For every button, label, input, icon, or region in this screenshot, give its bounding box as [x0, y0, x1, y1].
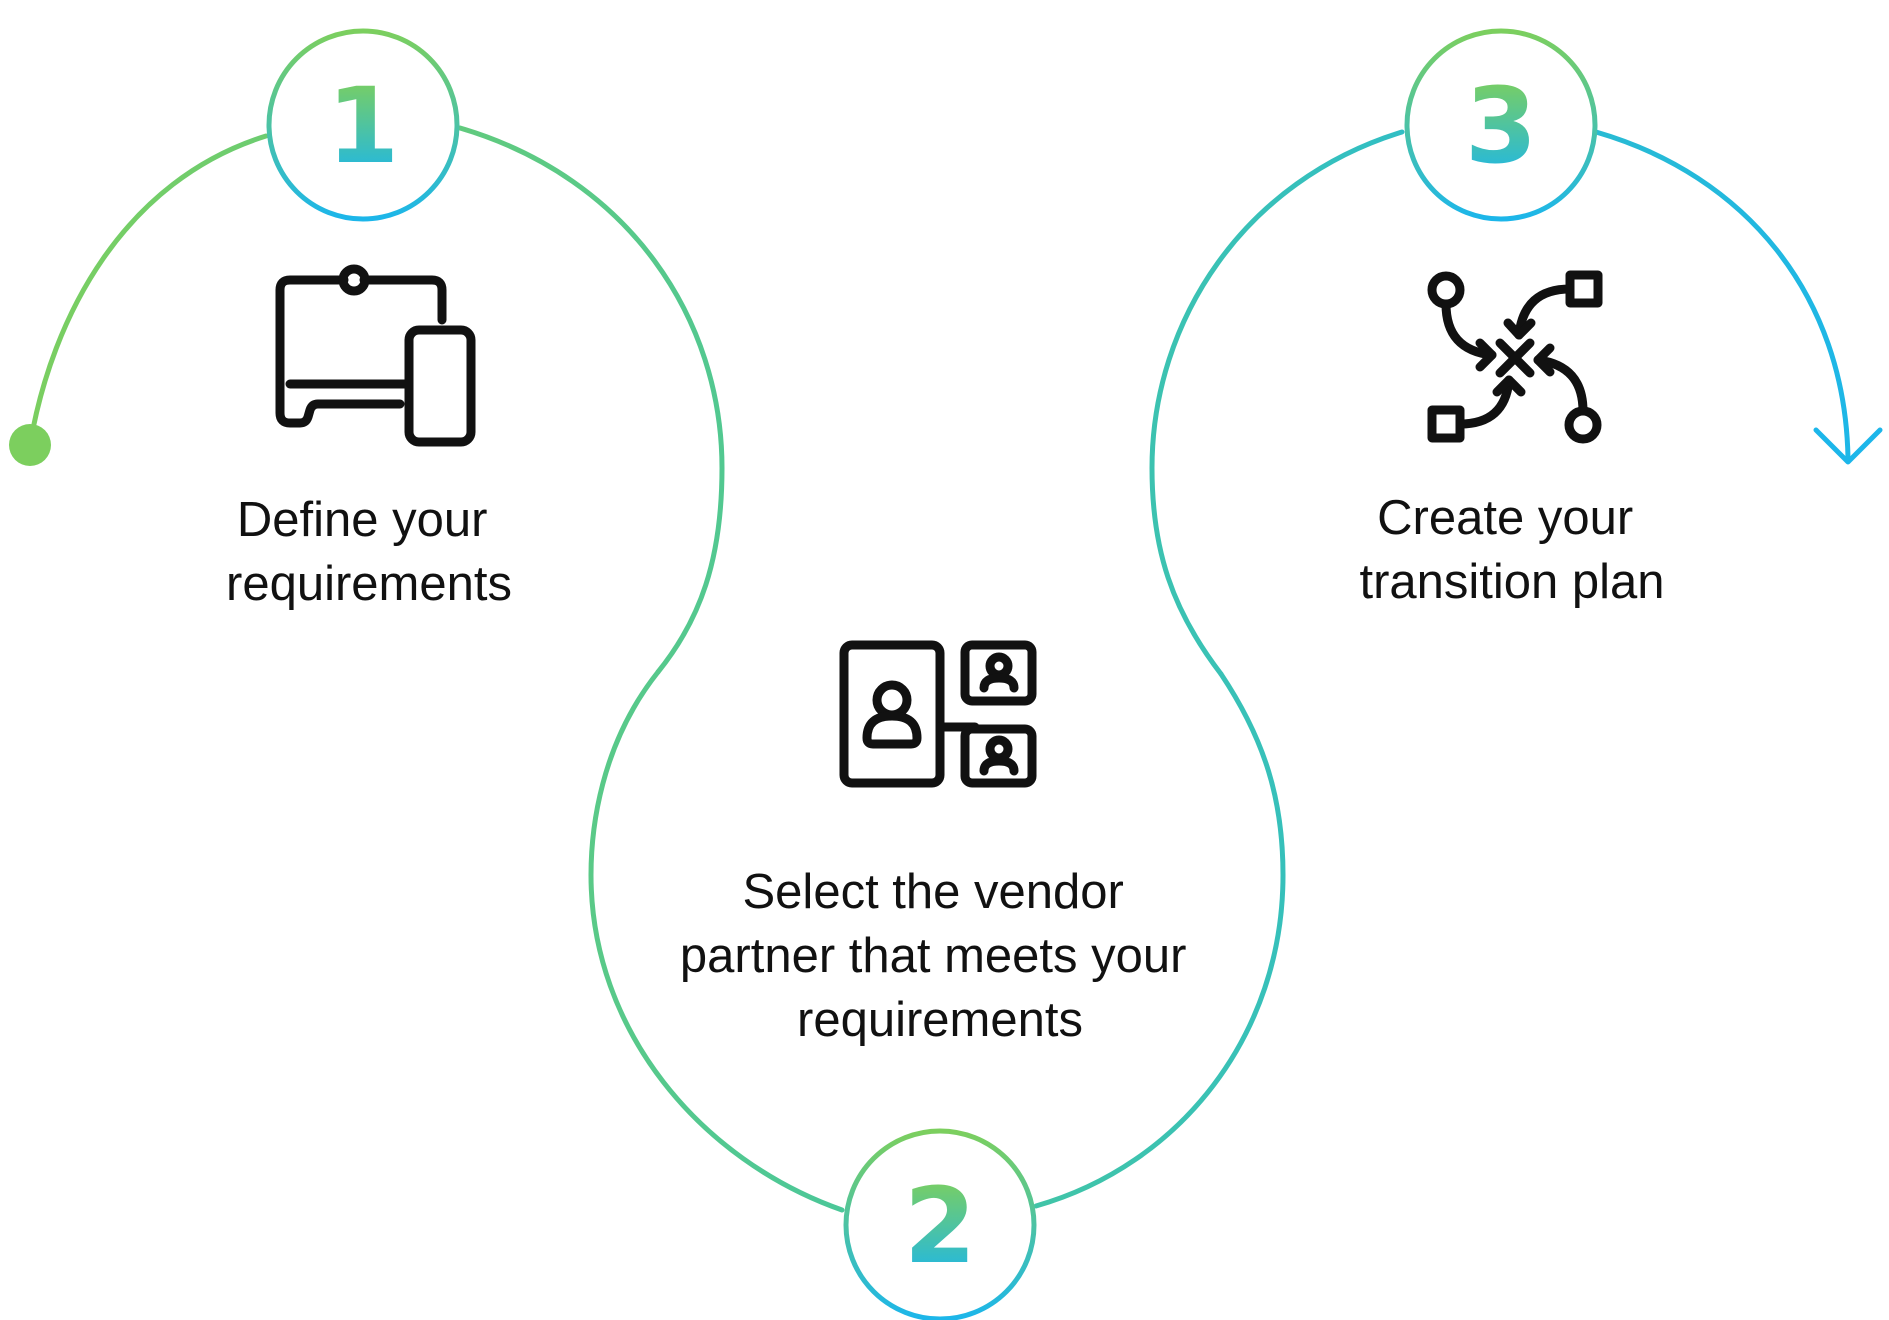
- flow-path-arc-2-left: [588, 669, 845, 1213]
- step-1: 1 Define your requirements: [226, 28, 512, 611]
- step-2-label-line-1: Select the vendor: [743, 865, 1124, 919]
- step-3-label-line-1: Create your: [1377, 491, 1633, 545]
- step-3-label: Create your transition plan: [1359, 491, 1664, 609]
- flow-path-arc-3-left: [1149, 129, 1405, 677]
- step-3-number-ring: [1404, 28, 1598, 222]
- step-1-label-line-1: Define your: [237, 493, 488, 547]
- step-1-label: Define your requirements: [226, 493, 512, 611]
- flow-path: [27, 125, 1851, 1213]
- video-conference-icon: [839, 640, 1037, 788]
- flow-path-arc-1-right: [457, 125, 725, 675]
- step-2-label-line-2: partner that meets your: [680, 929, 1187, 983]
- start-dot: [9, 424, 51, 466]
- arrowhead-icon: [1813, 427, 1883, 465]
- step-3: 3 Create your transition plan: [1359, 28, 1665, 609]
- step-3-label-line-2: transition plan: [1359, 555, 1664, 609]
- step-2-number: 2: [904, 1165, 976, 1287]
- step-1-number-ring: [266, 28, 460, 222]
- flow-path-arc-1-left: [27, 133, 269, 448]
- flow-path-arc-2-right: [1033, 671, 1286, 1209]
- workflow-merge-icon: [1427, 270, 1603, 444]
- step-2-label-line-3: requirements: [797, 993, 1083, 1047]
- step-1-number: 1: [327, 65, 399, 187]
- step-1-label-line-2: requirements: [226, 557, 512, 611]
- step-2-number-ring: [843, 1128, 1037, 1320]
- step-2-label: Select the vendor partner that meets you…: [680, 865, 1200, 1047]
- devices-icon: [275, 264, 476, 447]
- step-2: 2 Select the vendor partner that meets y…: [680, 640, 1200, 1320]
- step-3-number: 3: [1465, 65, 1537, 187]
- flow-path-arc-3-right: [1593, 129, 1851, 461]
